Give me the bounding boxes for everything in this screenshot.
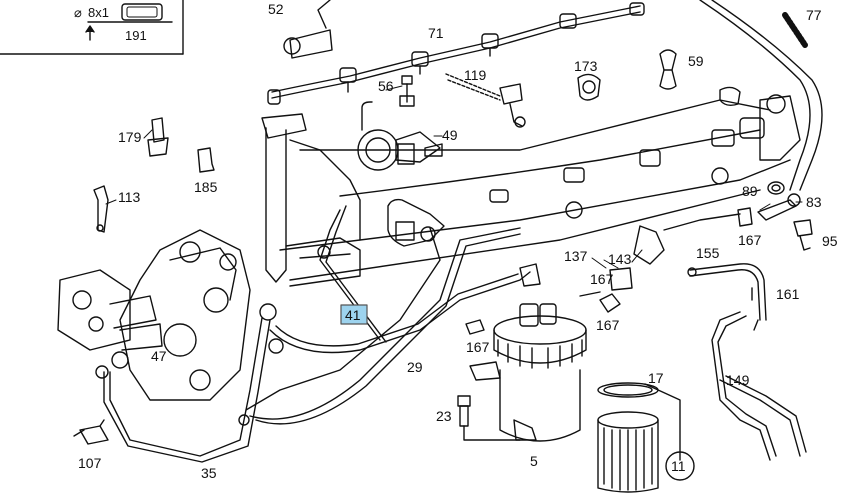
- filter-element-11: [597, 382, 695, 493]
- small-parts-upper: [445, 49, 677, 128]
- injection-pump-47: [57, 229, 251, 401]
- callout-labels: 52 71 77 56 119 173 59 49 179 185 113 89…: [78, 1, 838, 481]
- fuel-rail: [261, 86, 801, 287]
- callout-137[interactable]: 137: [564, 248, 588, 264]
- callout-167-b[interactable]: 167: [590, 271, 614, 287]
- callout-167-a[interactable]: 167: [738, 232, 762, 248]
- inset-diameter-symbol: ⌀: [74, 5, 82, 20]
- callout-167-c[interactable]: 167: [596, 317, 620, 333]
- callout-52[interactable]: 52: [268, 1, 284, 17]
- callout-89[interactable]: 89: [742, 183, 758, 199]
- bolt-23: [457, 395, 521, 441]
- callout-71[interactable]: 71: [428, 25, 444, 41]
- inset-part-number: 191: [125, 28, 147, 43]
- callout-167-d[interactable]: 167: [466, 339, 490, 355]
- callout-95[interactable]: 95: [822, 233, 838, 249]
- valve-49: [357, 75, 443, 171]
- return-line-assembly: [267, 0, 823, 191]
- callout-5[interactable]: 5: [530, 453, 538, 469]
- callout-113[interactable]: 113: [118, 189, 141, 205]
- callout-41[interactable]: 41: [345, 307, 361, 323]
- callout-185[interactable]: 185: [194, 179, 218, 195]
- callout-143[interactable]: 143: [608, 251, 632, 267]
- callout-49[interactable]: 49: [442, 127, 458, 143]
- inset-size-label: 8x1: [88, 5, 109, 20]
- callout-41-highlight[interactable]: [340, 304, 368, 325]
- callout-11[interactable]: 11: [671, 458, 686, 474]
- callout-29[interactable]: 29: [407, 359, 423, 375]
- fuel-hoses: [95, 205, 541, 463]
- callout-23[interactable]: 23: [436, 408, 452, 424]
- callout-83[interactable]: 83: [806, 194, 822, 210]
- right-lines: [579, 207, 807, 461]
- callout-107[interactable]: 107: [78, 455, 102, 471]
- fittings-89-83-95: [757, 181, 813, 251]
- callout-173[interactable]: 173: [574, 58, 598, 74]
- pressure-regulator: [387, 198, 445, 247]
- callout-59[interactable]: 59: [688, 53, 704, 69]
- callout-47[interactable]: 47: [151, 348, 167, 364]
- inset-box: ⌀ 8x1 191: [0, 0, 184, 55]
- callout-119[interactable]: 119: [464, 67, 487, 83]
- fuel-filter-housing-5: [465, 303, 587, 442]
- small-parts-left: [93, 117, 215, 233]
- callout-149[interactable]: 149: [726, 372, 750, 388]
- callout-17[interactable]: 17: [648, 370, 664, 386]
- callout-77[interactable]: 77: [806, 7, 822, 23]
- clip-52: [283, 0, 333, 59]
- callout-179[interactable]: 179: [118, 129, 142, 145]
- callout-161[interactable]: 161: [776, 286, 800, 302]
- callout-35[interactable]: 35: [201, 465, 217, 481]
- callout-leaders: [105, 85, 803, 269]
- clamp-107: [73, 419, 109, 445]
- callout-56[interactable]: 56: [378, 78, 394, 94]
- callout-155[interactable]: 155: [696, 245, 720, 261]
